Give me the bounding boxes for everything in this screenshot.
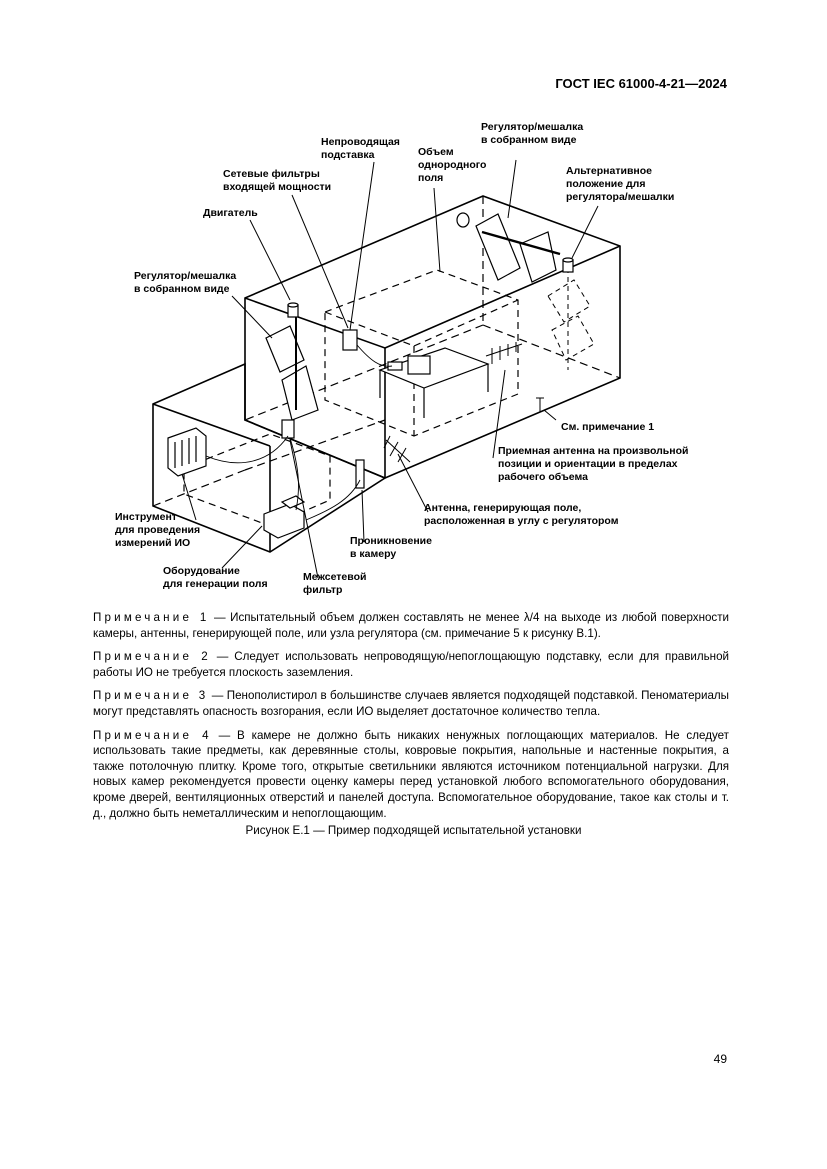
- label-see-note: См. примечание 1: [561, 421, 654, 433]
- note-2: Примечание 2 — Следует использовать непр…: [93, 649, 729, 680]
- test-setup-figure: Непроводящая подставка Объем однородного…: [115, 121, 688, 596]
- label-instrument-3: измерений ИО: [115, 537, 190, 549]
- label-penetration-2: в камеру: [350, 548, 396, 560]
- alt-stirrer-paddles: [547, 268, 595, 370]
- cables: [205, 344, 393, 521]
- label-receive-antenna-2: позиции и ориентации в пределах: [498, 458, 678, 470]
- label-instrument-1: Инструмент: [115, 511, 177, 523]
- label-stirrer-top-2: в собранном виде: [481, 134, 577, 146]
- note1-dimension-icon: [536, 397, 544, 412]
- page-number: 49: [713, 1052, 727, 1066]
- label-instrument-2: для проведения: [115, 524, 200, 536]
- note-label: Примечание 1: [93, 611, 210, 624]
- equipment: [167, 329, 490, 539]
- label-interwall-filter-2: фильтр: [303, 584, 342, 596]
- note-text: — Испытательный объем должен составлять …: [93, 611, 729, 640]
- note-text: — В камере не должно быть никаких ненужн…: [93, 728, 729, 820]
- figure-notes: Примечание 1 — Испытательный объем долже…: [93, 610, 729, 829]
- label-transmit-antenna-1: Антенна, генерирующая поле,: [424, 502, 581, 514]
- uniform-field-volume-box: [183, 269, 519, 527]
- note-1: Примечание 1 — Испытательный объем долже…: [93, 610, 729, 641]
- note-text: — Следует использовать непроводящую/непо…: [93, 650, 729, 679]
- leader-lines: [181, 159, 599, 579]
- label-alt-stirrer-1: Альтернативное: [566, 165, 652, 177]
- figure-labels: Непроводящая подставка Объем однородного…: [115, 121, 688, 596]
- document-header: ГОСТ IEC 61000-4-21—2024: [555, 76, 727, 91]
- label-field-gen-2: для генерации поля: [163, 578, 268, 590]
- motor-icon: [287, 212, 574, 318]
- penetration-panel-icon: [355, 459, 365, 489]
- mains-filter-icon: [342, 329, 358, 351]
- label-stirrer-left-1: Регулятор/мешалка: [134, 270, 236, 282]
- interwall-filter-icon: [281, 419, 295, 439]
- label-receive-antenna-1: Приемная антенна на произвольной: [498, 445, 688, 457]
- label-stirrer-top-1: Регулятор/мешалка: [481, 121, 583, 133]
- note-3: Примечание 3 — Пенополистирол в большинс…: [93, 688, 729, 719]
- label-mains-filters-1: Сетевые фильтры: [223, 168, 320, 180]
- label-alt-stirrer-3: регулятора/мешалки: [566, 191, 674, 203]
- antenna-icon: [383, 342, 523, 463]
- label-uniform-volume-2: однородного: [418, 159, 486, 171]
- label-stirrer-left-2: в собранном виде: [134, 283, 230, 295]
- label-nonconductive-stand-2: подставка: [321, 149, 375, 161]
- stirrer-paddles: [265, 213, 561, 421]
- label-uniform-volume-3: поля: [418, 172, 443, 184]
- note-label: Примечание 2: [93, 650, 211, 664]
- label-interwall-filter-1: Межсетевой: [303, 571, 366, 583]
- label-alt-stirrer-2: положение для: [566, 178, 645, 190]
- note-4: Примечание 4 — В камере не должно быть н…: [93, 728, 729, 822]
- label-field-gen-1: Оборудование: [163, 565, 240, 577]
- eut-monitor-icon: [407, 355, 431, 375]
- label-uniform-volume-1: Объем: [418, 146, 454, 158]
- label-transmit-antenna-2: расположенная в углу с регулятором: [424, 515, 619, 527]
- label-penetration-1: Проникновение: [350, 535, 432, 547]
- label-receive-antenna-3: рабочего объема: [498, 471, 588, 483]
- figure-caption: Рисунок Е.1 — Пример подходящей испытате…: [245, 824, 582, 837]
- note-text: — Пенополистирол в большинстве случаев я…: [93, 689, 729, 718]
- label-nonconductive-stand-1: Непроводящая: [321, 136, 400, 148]
- hidden-edges: [152, 196, 621, 507]
- label-motor: Двигатель: [203, 207, 258, 219]
- label-mains-filters-2: входящей мощности: [223, 181, 331, 193]
- note-label: Примечание 3: [93, 689, 209, 703]
- note-label: Примечание 4: [93, 728, 212, 742]
